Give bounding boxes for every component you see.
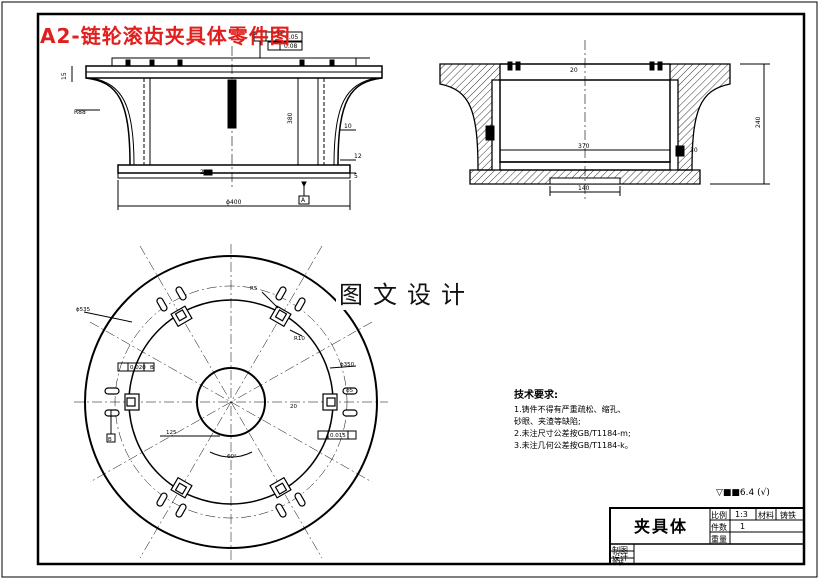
qty-label: 件数 bbox=[711, 523, 727, 532]
datum-b2: B bbox=[150, 365, 154, 371]
plan-view-slots bbox=[104, 286, 358, 518]
clamp-slot bbox=[269, 286, 306, 328]
material-value: 铸铁 bbox=[780, 511, 796, 520]
front-view-dim-text: ɸ400 380 15 12 10 5 R88 20 0.05 0.08 A bbox=[61, 34, 362, 206]
tol-005: 0.05 bbox=[285, 34, 299, 41]
surface-finish-symbol: ▽■■6.4 (√) bbox=[716, 488, 770, 498]
dim-30: 30 bbox=[690, 147, 698, 154]
inner-frame bbox=[36, 12, 806, 566]
plan-view bbox=[74, 244, 388, 560]
dim-350: ɸ350 bbox=[340, 362, 355, 368]
clamp-slot bbox=[322, 387, 358, 417]
qty-value: 1 bbox=[740, 522, 746, 531]
note-line-3: 2.未注尺寸公差按GB/T1184-m; bbox=[514, 429, 631, 438]
dim-20c: 20 bbox=[290, 404, 297, 410]
dim-10: 10 bbox=[344, 123, 352, 130]
check-label: 审核 bbox=[612, 560, 625, 567]
dim-15: 15 bbox=[61, 72, 68, 80]
section-view bbox=[439, 40, 770, 200]
note-line-4: 3.未注几何公差按GB/T1184-k。 bbox=[514, 441, 633, 450]
weight-label: 重量 bbox=[711, 535, 727, 544]
dim-20: 20 bbox=[200, 169, 208, 176]
plan-view-annot bbox=[83, 291, 357, 458]
dim-r10: R10 bbox=[294, 336, 305, 342]
dim-r88: R88 bbox=[74, 109, 86, 116]
technical-notes: 技术要求: 1.铸件不得有严重疏松、缩孔、 砂眼、夹渣等缺陷; 2.未注尺寸公差… bbox=[514, 386, 633, 452]
clamp-slot bbox=[156, 476, 193, 518]
note-line-1: 1.铸件不得有严重疏松、缩孔、 bbox=[514, 405, 626, 414]
dim-125: 125 bbox=[166, 430, 177, 436]
dim-5b: ɸ5 bbox=[346, 388, 354, 394]
notes-heading: 技术要求: bbox=[514, 390, 558, 401]
front-view bbox=[71, 31, 383, 210]
plan-view-dim-text: ɸ535 ɸ350 R5 R10 0.020 0.015 60° 125 ɸ5 … bbox=[76, 286, 355, 460]
note-line-2: 砂眼、夹渣等缺陷; bbox=[514, 417, 581, 426]
dim-140: 140 bbox=[578, 185, 590, 192]
dim-r5: R5 bbox=[250, 286, 258, 292]
tol-008: 0.08 bbox=[284, 43, 298, 50]
part-name: 夹具体 bbox=[634, 517, 689, 536]
dim-380: 380 bbox=[287, 112, 294, 124]
watermark-text: 图文设计 bbox=[336, 275, 478, 310]
dim-370: 370 bbox=[578, 143, 590, 150]
tol-0020: 0.020 bbox=[130, 365, 146, 371]
material-label: 材料 bbox=[758, 511, 774, 520]
tol-0015: 0.015 bbox=[330, 433, 346, 439]
dim-12: 12 bbox=[354, 153, 362, 160]
dim-20b: 20 bbox=[570, 67, 578, 74]
dim-5: 5 bbox=[354, 173, 358, 180]
drawing-title: A2-链轮滚齿夹具体零件图 bbox=[40, 24, 291, 48]
clamp-slot bbox=[104, 387, 140, 417]
dim-400: ɸ400 bbox=[226, 199, 242, 206]
datum-a: A bbox=[301, 197, 306, 204]
dim-535: ɸ535 bbox=[76, 307, 91, 313]
scale-label: 比例 bbox=[711, 511, 727, 520]
clamp-slot bbox=[156, 286, 193, 328]
section-view-dim-text: 370 140 240 30 20 bbox=[570, 67, 762, 192]
dim-60deg: 60° bbox=[227, 454, 237, 460]
datum-b: B bbox=[108, 437, 112, 443]
scale-value: 1:3 bbox=[735, 510, 748, 519]
drawn-label: 制图 bbox=[612, 546, 628, 555]
title-block bbox=[609, 507, 805, 565]
clamp-slot bbox=[269, 476, 306, 518]
dim-240: 240 bbox=[755, 116, 762, 128]
design-label: 设计 bbox=[612, 553, 628, 562]
